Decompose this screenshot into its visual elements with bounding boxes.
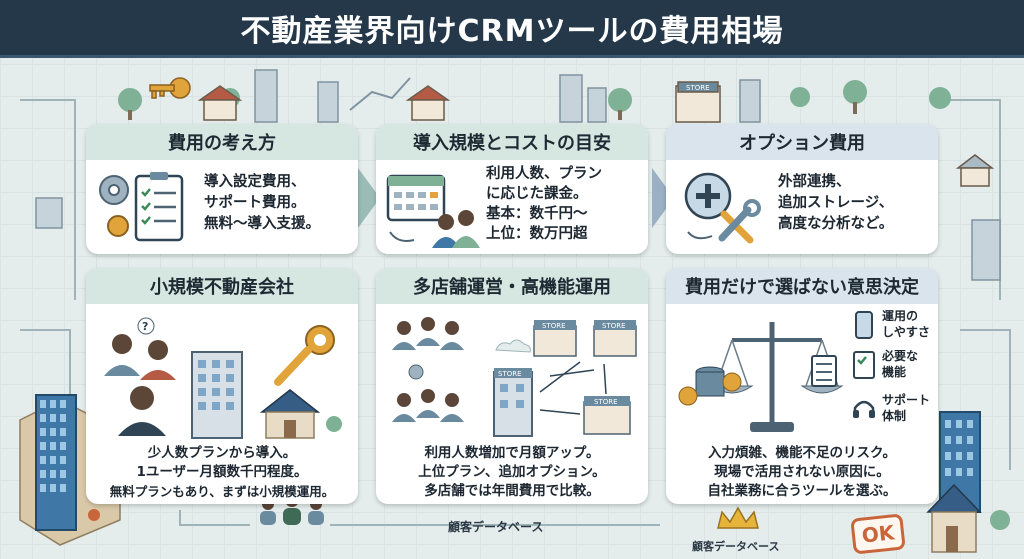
card-small-agency: 小規模不動産会社 ? 少人数プランから導入。 1ユーザー月額 bbox=[86, 268, 358, 504]
title-bar: 不動産業界向けCRMツールの費用相場 bbox=[0, 0, 1024, 58]
customer-database-label-right: 顧客データベース bbox=[692, 540, 780, 553]
page-title: 不動産業界向けCRMツールの費用相場 bbox=[240, 13, 784, 49]
card-line: 少人数プランから導入。 bbox=[147, 445, 297, 461]
card-line: 利用人数、プラン bbox=[486, 166, 602, 182]
coin-stack-icon bbox=[678, 366, 742, 406]
card-line: 無料〜導入支援。 bbox=[204, 216, 320, 232]
tall-building-right bbox=[926, 411, 1010, 553]
card-line: サポート費用。 bbox=[204, 195, 306, 211]
card-line: 無料プランもあり、まずは小規模運用。 bbox=[109, 484, 335, 499]
card-cost-concept: 費用の考え方 導入設定費用、 サポート費用。 無料〜導入支援。 bbox=[86, 124, 358, 254]
plus-wrench-icon bbox=[684, 172, 761, 244]
checklist-icon bbox=[853, 351, 875, 379]
calendar-people-icon bbox=[386, 174, 480, 248]
decision-label: サポート bbox=[882, 393, 931, 407]
chevron-right-icon bbox=[652, 168, 674, 228]
store-sign: STORE bbox=[542, 322, 566, 330]
store-sign: STORE bbox=[498, 370, 522, 378]
card-line: 上位プラン、追加オプション。 bbox=[418, 464, 606, 480]
card-line: 多店舗では年間費用で比較。 bbox=[424, 483, 600, 499]
multi-store-illustration: STORE STORE STORE STORE bbox=[392, 317, 637, 437]
small-agency-illustration: ? bbox=[104, 317, 342, 439]
card-heading: 導入規模とコストの目安 bbox=[376, 124, 648, 160]
card-heading: 多店舗運営・高機能運用 bbox=[376, 268, 648, 304]
card-option-cost: オプション費用 外部連携、 追加ストレージ、 高度な分析など。 bbox=[666, 124, 938, 254]
store-sign: STORE bbox=[594, 398, 618, 406]
key-icon bbox=[149, 77, 191, 99]
smartphone-icon bbox=[855, 311, 873, 339]
card-heading: オプション費用 bbox=[666, 124, 938, 160]
card-multi-store: 多店舗運営・高機能運用 STORE STORE STORE bbox=[376, 268, 648, 504]
card-line: 外部連携、 bbox=[778, 174, 851, 190]
card-decision-making: 費用だけで選ばない意思決定 bbox=[666, 268, 938, 504]
card-line: 追加ストレージ、 bbox=[778, 195, 894, 211]
card-line: に応じた課金。 bbox=[486, 186, 588, 202]
store-sign: STORE bbox=[602, 322, 626, 330]
gear-checklist-icon bbox=[99, 172, 184, 242]
card-heading: 費用の考え方 bbox=[86, 124, 358, 160]
card-line: 高度な分析など。 bbox=[778, 216, 894, 232]
card-line: 基本：数千円〜 bbox=[486, 206, 588, 222]
decision-label: 必要な bbox=[882, 349, 919, 363]
decision-label: しやすさ bbox=[882, 325, 930, 339]
card-line: 利用人数増加で月額アップ。 bbox=[424, 445, 600, 461]
customer-database-label: 顧客データベース bbox=[448, 520, 544, 534]
card-heading: 費用だけで選ばない意思決定 bbox=[666, 268, 938, 304]
card-scale-cost: 導入規模とコストの目安 利用人数、プラン に応じた課金。 基本：数千円〜 上位：… bbox=[376, 124, 648, 254]
scale-balance-icon bbox=[678, 322, 844, 432]
decision-label: 運用の bbox=[882, 309, 919, 323]
card-line: 1ユーザー月額数千円程度。 bbox=[136, 464, 308, 480]
crown-icon bbox=[717, 506, 759, 529]
svg-text:STORE: STORE bbox=[686, 84, 710, 92]
card-line: 導入設定費用、 bbox=[204, 174, 306, 190]
card-line: 上位：数万円超 bbox=[486, 226, 588, 242]
headset-icon bbox=[853, 400, 875, 418]
decision-label: 機能 bbox=[882, 365, 907, 379]
card-line: 自社業務に合うツールを選ぶ。 bbox=[707, 483, 897, 499]
decision-label: 体制 bbox=[882, 409, 907, 423]
chevron-right-icon bbox=[358, 168, 380, 228]
ok-badge: OK bbox=[850, 513, 906, 555]
question-mark: ? bbox=[142, 320, 148, 333]
card-heading: 小規模不動産会社 bbox=[86, 268, 358, 304]
card-line: 現場で活用されない原因に。 bbox=[714, 464, 890, 480]
card-line: 入力煩雑、機能不足のリスク。 bbox=[708, 445, 896, 461]
